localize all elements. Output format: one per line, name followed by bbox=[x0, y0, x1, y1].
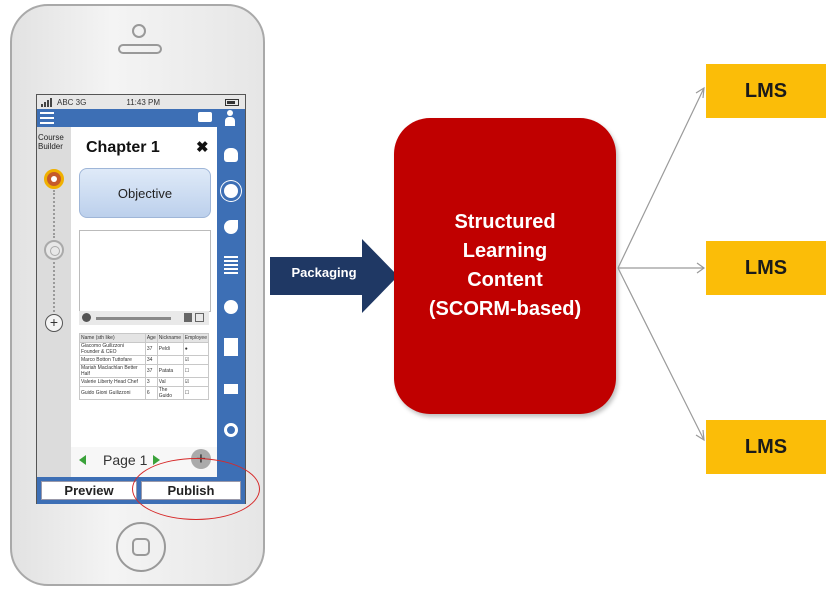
publish-highlight-ellipse bbox=[132, 458, 260, 520]
content-line: Content bbox=[467, 269, 543, 291]
sidebar-title: Course Builder bbox=[38, 133, 64, 151]
table-cell: Guido Gioni Guilizzoni bbox=[79, 386, 146, 400]
preview-label: Preview bbox=[64, 483, 114, 498]
connector-line bbox=[617, 87, 705, 269]
arrowhead bbox=[696, 262, 706, 274]
table-cell[interactable]: ☐ bbox=[182, 364, 210, 378]
map-icon[interactable] bbox=[224, 338, 238, 356]
next-page-icon[interactable] bbox=[153, 455, 160, 465]
lms-box: LMS bbox=[706, 64, 826, 118]
database-icon[interactable] bbox=[224, 148, 238, 162]
objective-label: Objective bbox=[117, 185, 173, 201]
content-line: Structured bbox=[454, 211, 556, 233]
objective-button[interactable]: Objective bbox=[79, 168, 211, 218]
structured-content-text: Structured Learning Content (SCORM-based… bbox=[394, 208, 616, 324]
chapter-title: Chapter 1 bbox=[86, 139, 160, 156]
chapter-node-active[interactable] bbox=[44, 169, 64, 189]
lms-label: LMS bbox=[744, 79, 788, 102]
preview-button[interactable]: Preview bbox=[41, 481, 137, 500]
connector-line bbox=[617, 267, 705, 441]
content-line: Learning bbox=[462, 240, 548, 262]
outline-connector bbox=[53, 262, 57, 312]
content-line: (SCORM-based) bbox=[428, 298, 582, 320]
lms-label: LMS bbox=[744, 435, 788, 458]
chat-icon[interactable] bbox=[198, 112, 212, 122]
hamburger-menu-icon[interactable] bbox=[40, 112, 54, 124]
lms-box: LMS bbox=[706, 241, 826, 295]
signal-icon bbox=[41, 97, 55, 107]
list-icon[interactable] bbox=[224, 256, 238, 274]
carrier-label: ABC 3G bbox=[57, 97, 87, 107]
table-cell[interactable]: ☐ bbox=[182, 386, 210, 400]
data-table: Name (sth like) Age Nickname Employee Gi… bbox=[79, 333, 210, 400]
clock-label: 11:43 PM bbox=[126, 97, 160, 107]
speech-bubble-icon[interactable] bbox=[224, 300, 238, 314]
play-icon[interactable] bbox=[82, 313, 91, 322]
keyboard-icon[interactable] bbox=[224, 384, 238, 394]
fullscreen-icon[interactable] bbox=[195, 313, 204, 322]
previous-page-icon[interactable] bbox=[79, 455, 86, 465]
sun-icon[interactable] bbox=[224, 184, 238, 198]
packaging-label: Packaging bbox=[291, 265, 357, 280]
seek-bar[interactable] bbox=[96, 317, 171, 320]
earpiece-speaker bbox=[118, 44, 162, 54]
packaging-arrow bbox=[270, 239, 398, 313]
table-row: Guido Gioni Guilizzoni 6 The Guido ☐ bbox=[79, 386, 210, 400]
lms-box: LMS bbox=[706, 420, 826, 474]
outline-connector bbox=[53, 190, 57, 238]
close-icon[interactable]: ✖ bbox=[196, 139, 209, 156]
media-player[interactable] bbox=[79, 230, 211, 312]
battery-icon bbox=[225, 98, 239, 106]
home-button-icon bbox=[132, 538, 150, 556]
add-chapter-button[interactable]: + bbox=[45, 314, 63, 332]
chapter-node[interactable] bbox=[44, 240, 64, 260]
status-bar: ABC 3G 11:43 PM bbox=[37, 95, 245, 109]
structured-content-box bbox=[394, 118, 616, 414]
volume-icon[interactable] bbox=[184, 313, 192, 322]
user-icon[interactable] bbox=[224, 110, 236, 126]
circle-icon[interactable] bbox=[224, 423, 238, 437]
pie-chart-icon[interactable] bbox=[224, 220, 238, 234]
home-button[interactable] bbox=[116, 522, 166, 572]
arrowhead bbox=[695, 86, 705, 99]
lms-label: LMS bbox=[744, 256, 788, 279]
table-row: Giacomo Guilizzoni Founder & CEO 37 Peld… bbox=[79, 342, 210, 356]
page-label: Page 1 bbox=[103, 452, 148, 468]
front-camera bbox=[132, 24, 146, 38]
app-top-bar bbox=[37, 109, 245, 127]
arrowhead bbox=[695, 429, 705, 442]
